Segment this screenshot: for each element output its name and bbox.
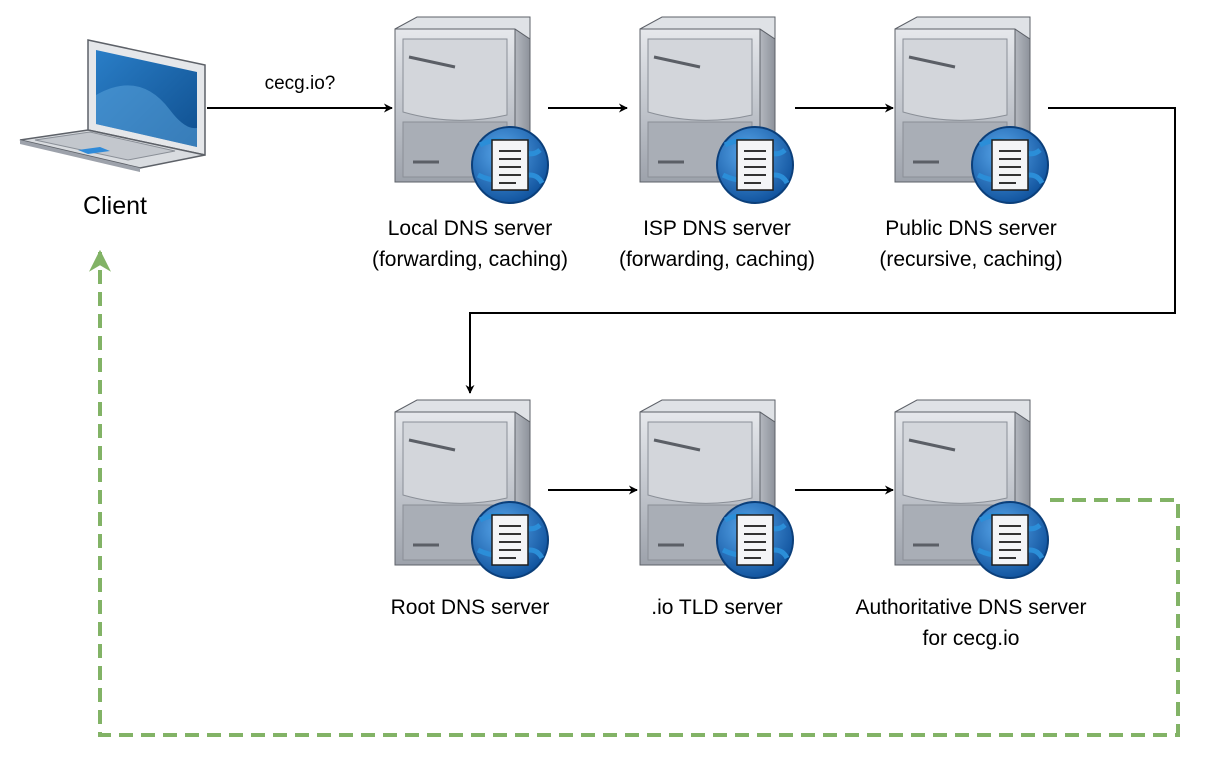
dns-document-globe-icon <box>472 127 548 203</box>
dns-document-globe-icon <box>972 127 1048 203</box>
edge-authoritative-to-client-response <box>89 249 1180 737</box>
server-label-tld-io: .io TLD server <box>592 592 842 623</box>
server-authoritative-dns <box>893 398 1048 578</box>
query-label: cecg.io? <box>264 73 336 94</box>
dns-document-globe-icon <box>972 502 1048 578</box>
dns-document-globe-icon <box>717 127 793 203</box>
dns-document-globe-icon <box>717 502 793 578</box>
server-label-local-dns: Local DNS server (forwarding, caching) <box>345 213 595 275</box>
server-label-line2: (forwarding, caching) <box>371 248 569 271</box>
server-root-dns <box>393 398 548 578</box>
server-label-line1: ISP DNS server <box>643 217 791 240</box>
server-label-line1: Public DNS server <box>885 217 1057 240</box>
server-tld-io <box>638 398 793 578</box>
server-label-authoritative-dns: Authoritative DNS server for cecg.io <box>831 592 1111 654</box>
server-isp-dns <box>638 15 793 203</box>
server-label-line2: (forwarding, caching) <box>618 248 816 271</box>
edge-public-to-root <box>465 107 1176 394</box>
server-label-public-dns: Public DNS server (recursive, caching) <box>846 213 1096 275</box>
server-label-isp-dns: ISP DNS server (forwarding, caching) <box>592 213 842 275</box>
laptop-icon <box>19 39 206 172</box>
client-label: Client <box>83 192 147 220</box>
server-label-line2: for cecg.io <box>922 627 1020 650</box>
server-public-dns <box>893 15 1048 203</box>
server-label-root-dns: Root DNS server <box>345 592 595 623</box>
server-label-line1: .io TLD server <box>651 596 783 619</box>
server-label-line1: Root DNS server <box>390 596 550 619</box>
server-label-line1: Local DNS server <box>387 217 553 240</box>
dns-document-globe-icon <box>472 502 548 578</box>
server-label-line2: (recursive, caching) <box>879 248 1063 271</box>
server-local-dns <box>393 15 548 203</box>
server-label-line1: Authoritative DNS server <box>855 596 1087 619</box>
